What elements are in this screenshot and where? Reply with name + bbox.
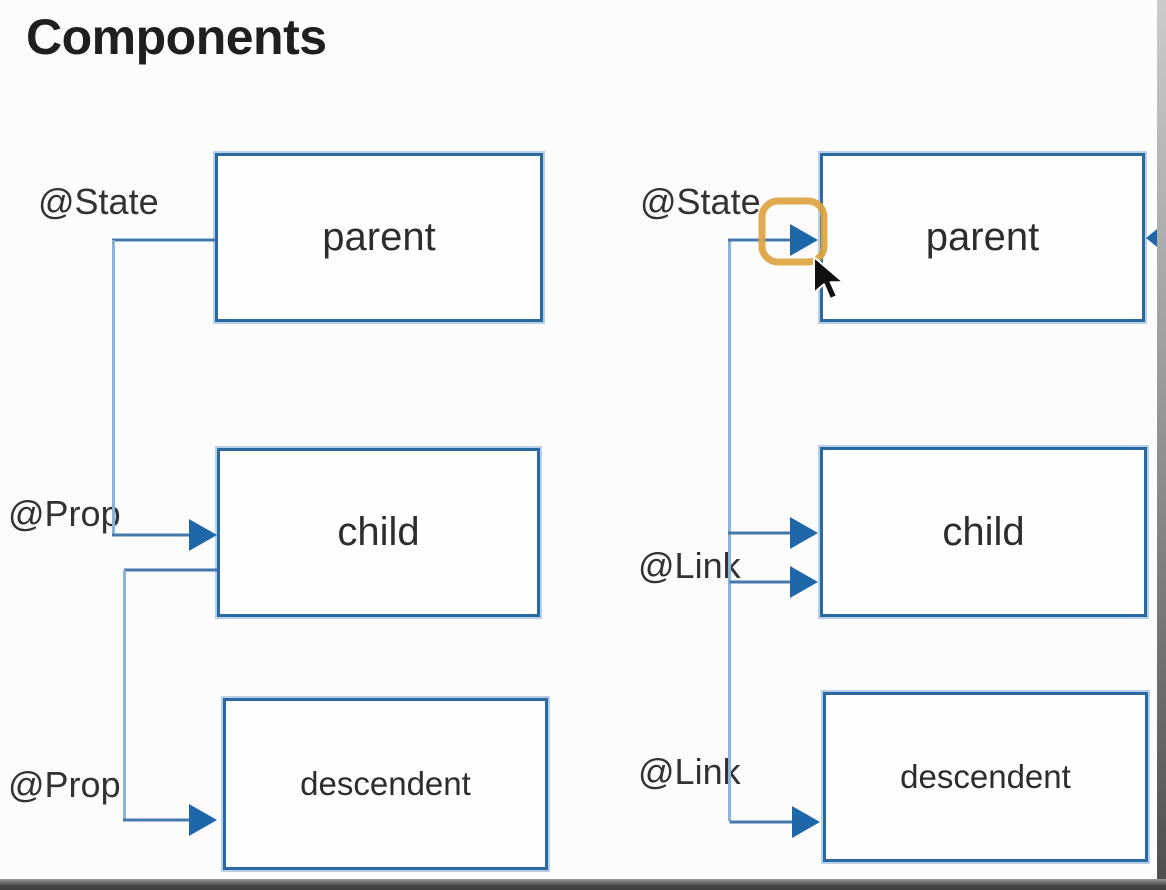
right-parent-arrowhead-icon: [790, 224, 818, 256]
left-prop-label-2: @Prop: [8, 764, 121, 805]
left-parent-to-child-connector: [112, 238, 217, 551]
left-child-to-descendent-connector: [123, 568, 217, 836]
right-child-arrowhead-2-icon: [790, 566, 818, 598]
right-link-label-2: @Link: [638, 751, 741, 792]
right-state-label: @State: [640, 181, 761, 222]
left-prop-label-1: @Prop: [8, 493, 121, 534]
right-link-label-1: @Link: [638, 545, 741, 586]
left-descendent-arrowhead-icon: [189, 804, 217, 836]
right-parent-box: parent: [820, 153, 1145, 322]
right-descendent-arrowhead-icon: [792, 806, 820, 838]
right-link-trunk-connector: [728, 224, 820, 838]
left-parent-box: parent: [215, 153, 543, 322]
right-descendent-box: descendent: [823, 692, 1148, 862]
frame-edge-right: [1157, 0, 1166, 890]
highlight-ring-icon: [758, 197, 828, 266]
left-descendent-box: descendent: [223, 698, 548, 870]
left-child-box: child: [217, 448, 540, 617]
frame-edge-bottom: [0, 879, 1166, 890]
right-child-box: child: [820, 447, 1147, 617]
right-child-arrowhead-1-icon: [790, 517, 818, 549]
left-state-label: @State: [38, 181, 159, 222]
slide-title: Components: [26, 9, 327, 65]
left-child-arrowhead-icon: [189, 519, 217, 551]
